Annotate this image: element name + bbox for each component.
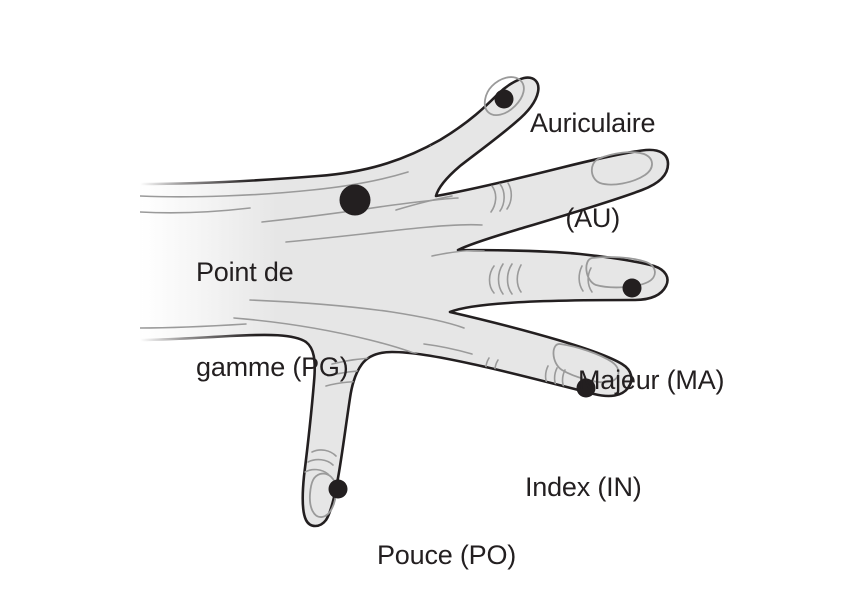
- skin-line-web-3: [431, 249, 485, 257]
- crease-auriculaire-proximal: [419, 115, 438, 146]
- hand-outline: [138, 76, 670, 528]
- skin-line-tendon-4: [233, 317, 431, 361]
- skin-line-wrist-lower: [140, 323, 247, 329]
- marker-dots: [328, 89, 642, 499]
- auriculaire-dot[interactable]: [494, 89, 514, 109]
- nail-auriculaire: [483, 76, 525, 117]
- skin-line-wrist-upper: [140, 207, 251, 214]
- crease-annulaire: [490, 182, 513, 213]
- label-pouce: Pouce (PO): [377, 476, 516, 600]
- label-pouce-line1: Pouce (PO): [377, 539, 517, 570]
- label-majeur-line1: Majeur (MA): [578, 364, 725, 395]
- hand-silhouette: [138, 76, 670, 528]
- label-index: Index (IN): [525, 408, 642, 567]
- crease-pouce-ip: [304, 449, 337, 475]
- skin-line-web-2: [395, 195, 453, 211]
- crease-majeur-distal: [578, 265, 593, 293]
- crease-majeur-proximal: [488, 263, 522, 295]
- nail-annulaire: [590, 151, 653, 186]
- label-point-de-gamme-line2: gamme (PG): [196, 352, 349, 383]
- index-dot[interactable]: [576, 378, 596, 398]
- label-point-de-gamme-line1: Point de: [196, 256, 294, 287]
- label-auriculaire: Auriculaire (AU): [530, 44, 656, 299]
- label-index-line1: Index (IN): [525, 471, 642, 502]
- label-auriculaire-line1: Auriculaire: [530, 107, 656, 138]
- label-majeur: Majeur (MA): [578, 301, 725, 460]
- pouce-dot[interactable]: [328, 479, 348, 499]
- skin-line-upper: [140, 171, 409, 198]
- skin-line-tendon-2: [285, 223, 483, 243]
- dorsal-skin-lines: [140, 131, 485, 387]
- crease-auriculaire-distal: [440, 99, 464, 129]
- point-de-gamme-dot[interactable]: [339, 184, 371, 216]
- label-auriculaire-line2: (AU): [565, 203, 621, 234]
- label-point-de-gamme: Point de gamme (PG): [196, 193, 349, 448]
- nail-index: [552, 343, 620, 384]
- skin-line-web-4: [423, 343, 473, 355]
- skin-line-tendon-3: [249, 299, 465, 329]
- majeur-dot[interactable]: [622, 278, 642, 298]
